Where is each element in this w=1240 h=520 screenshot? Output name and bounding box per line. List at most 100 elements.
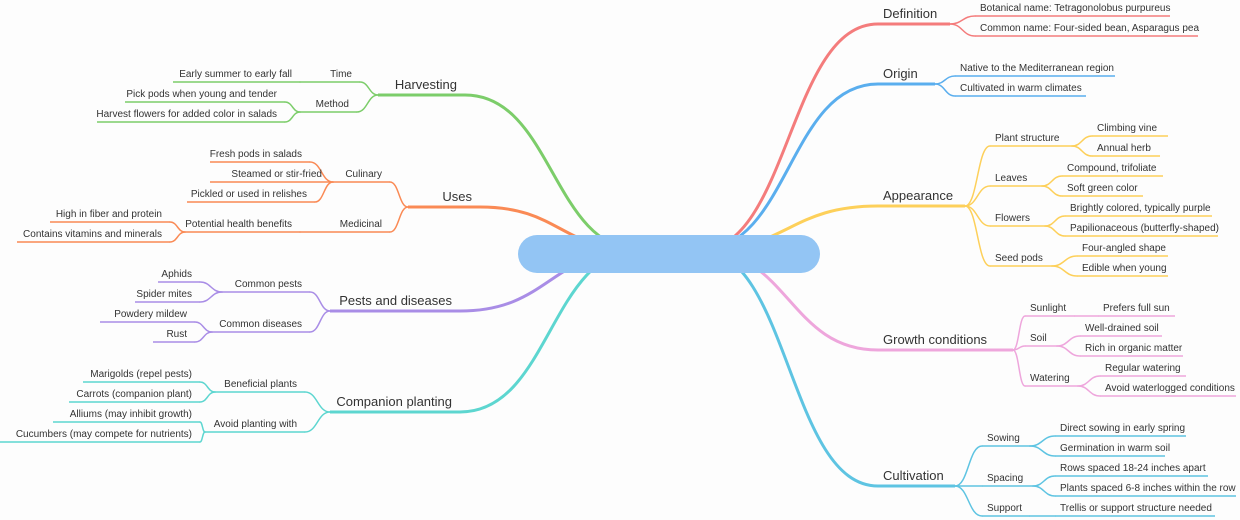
connector-germination-in-warm-soil: [1029, 445, 1056, 457]
node-edible-when-young[interactable]: Edible when young: [1082, 263, 1167, 274]
node-well-drained-soil[interactable]: Well-drained soil: [1085, 323, 1159, 334]
connector-alliums-may-inhibit-growth: [199, 421, 206, 433]
node-sowing[interactable]: Sowing: [987, 433, 1020, 444]
connector-cultivated-in-warm-climates: [934, 83, 956, 97]
node-native-to-the-mediterranean-region[interactable]: Native to the Mediterranean region: [960, 63, 1114, 74]
central-node[interactable]: [518, 235, 820, 273]
node-time[interactable]: Time: [330, 69, 352, 80]
node-pickled-or-used-in-relishes[interactable]: Pickled or used in relishes: [191, 189, 307, 200]
node-sunlight[interactable]: Sunlight: [1030, 303, 1066, 314]
connector-cultivation: [698, 248, 880, 488]
connector-brightly-colored-typically-purple: [1044, 215, 1066, 227]
node-avoid-planting-with[interactable]: Avoid planting with: [214, 419, 297, 430]
node-leaves[interactable]: Leaves: [995, 173, 1027, 184]
connector-regular-watering: [1077, 375, 1101, 387]
connector-high-in-fiber-and-protein: [169, 221, 186, 233]
node-contains-vitamins-and-minerals[interactable]: Contains vitamins and minerals: [23, 229, 162, 240]
node-plant-structure[interactable]: Plant structure: [995, 133, 1060, 144]
branch-growth-conditions[interactable]: Growth conditions: [883, 332, 988, 347]
node-common-diseases[interactable]: Common diseases: [219, 319, 302, 330]
connector-harvesting: [463, 93, 642, 252]
connector-pick-pods-when-young-and-tender: [284, 101, 301, 113]
branch-harvesting[interactable]: Harvesting: [395, 77, 457, 92]
node-soil[interactable]: Soil: [1030, 333, 1047, 344]
node-seed-pods[interactable]: Seed pods: [995, 253, 1043, 264]
node-high-in-fiber-and-protein[interactable]: High in fiber and protein: [56, 209, 162, 220]
node-rows-spaced-18-24-inches-apart[interactable]: Rows spaced 18-24 inches apart: [1060, 463, 1206, 474]
connector-leaves: [964, 185, 991, 207]
node-brightly-colored-typically-purple[interactable]: Brightly colored, typically purple: [1070, 203, 1211, 214]
connector-time: [359, 81, 379, 96]
node-steamed-or-stir-fried[interactable]: Steamed or stir-fried: [231, 169, 322, 180]
branch-uses[interactable]: Uses: [442, 189, 472, 204]
node-direct-sowing-in-early-spring[interactable]: Direct sowing in early spring: [1060, 423, 1185, 434]
connector-common-pests: [309, 291, 331, 312]
node-avoid-waterlogged-conditions[interactable]: Avoid waterlogged conditions: [1105, 383, 1235, 394]
connector-rich-in-organic-matter: [1056, 345, 1081, 357]
node-fresh-pods-in-salads[interactable]: Fresh pods in salads: [210, 149, 302, 160]
connector-cucumbers-may-compete-for-nutrients: [199, 431, 206, 443]
node-culinary[interactable]: Culinary: [345, 169, 382, 180]
node-climbing-vine[interactable]: Climbing vine: [1097, 123, 1157, 134]
branch-definition[interactable]: Definition: [883, 6, 937, 21]
node-rich-in-organic-matter[interactable]: Rich in organic matter: [1085, 343, 1183, 354]
node-soft-green-color[interactable]: Soft green color: [1067, 183, 1138, 194]
connector-aphids: [199, 281, 223, 293]
node-plants-spaced-6-8-inches-within-the-row[interactable]: Plants spaced 6-8 inches within the row: [1060, 483, 1236, 494]
node-alliums-may-inhibit-growth[interactable]: Alliums (may inhibit growth): [70, 409, 192, 420]
connector-seed-pods: [964, 205, 991, 267]
node-method[interactable]: Method: [316, 99, 349, 110]
node-cultivated-in-warm-climates[interactable]: Cultivated in warm climates: [960, 83, 1082, 94]
node-annual-herb[interactable]: Annual herb: [1097, 143, 1151, 154]
connector-common-diseases: [309, 310, 331, 333]
connector-direct-sowing-in-early-spring: [1029, 435, 1056, 447]
branch-cultivation[interactable]: Cultivation: [883, 468, 944, 483]
connector-culinary: [389, 181, 409, 208]
node-botanical-name-tetragonolobus-purpureus[interactable]: Botanical name: Tetragonolobus purpureus: [980, 3, 1171, 14]
node-early-summer-to-early-fall[interactable]: Early summer to early fall: [179, 69, 292, 80]
node-compound-trifoliate[interactable]: Compound, trifoliate: [1067, 163, 1157, 174]
node-trellis-or-support-structure-needed[interactable]: Trellis or support structure needed: [1060, 503, 1212, 514]
connector-carrots-companion-plant: [199, 391, 216, 403]
connector-watering: [1012, 349, 1026, 387]
node-cucumbers-may-compete-for-nutrients[interactable]: Cucumbers (may compete for nutrients): [16, 429, 192, 440]
node-flowers[interactable]: Flowers: [995, 213, 1030, 224]
branch-origin[interactable]: Origin: [883, 66, 918, 81]
connector-soft-green-color: [1041, 185, 1063, 197]
node-support[interactable]: Support: [987, 503, 1022, 514]
connector-spider-mites: [199, 291, 223, 303]
node-germination-in-warm-soil[interactable]: Germination in warm soil: [1060, 443, 1170, 454]
node-four-angled-shape[interactable]: Four-angled shape: [1082, 243, 1166, 254]
connector-beneficial-plants: [304, 391, 331, 413]
node-harvest-flowers-for-added-color-in-salads[interactable]: Harvest flowers for added color in salad…: [96, 109, 277, 120]
node-marigolds-repel-pests[interactable]: Marigolds (repel pests): [90, 369, 192, 380]
node-medicinal[interactable]: Medicinal: [340, 219, 382, 230]
node-potential-health-benefits[interactable]: Potential health benefits: [185, 219, 292, 230]
branch-nodes: Definition Botanical name: Tetragonolobus…: [16, 3, 1237, 514]
connector-rust: [194, 331, 213, 343]
branch-companion-planting[interactable]: Companion planting: [336, 394, 452, 409]
node-regular-watering[interactable]: Regular watering: [1105, 363, 1181, 374]
connector-climbing-vine: [1071, 135, 1093, 147]
node-prefers-full-sun[interactable]: Prefers full sun: [1103, 303, 1170, 314]
connector-medicinal: [389, 206, 409, 233]
node-rust[interactable]: Rust: [166, 329, 187, 340]
node-watering[interactable]: Watering: [1030, 373, 1070, 384]
branch-pests-and-diseases[interactable]: Pests and diseases: [339, 293, 452, 308]
connector-native-to-the-mediterranean-region: [934, 75, 956, 85]
connector-origin: [698, 82, 880, 252]
node-papilionaceous-butterfly-shaped[interactable]: Papilionaceous (butterfly-shaped): [1070, 223, 1219, 234]
node-pick-pods-when-young-and-tender[interactable]: Pick pods when young and tender: [126, 89, 277, 100]
connector-definition: [698, 22, 880, 252]
node-spacing[interactable]: Spacing: [987, 473, 1023, 484]
connector-annual-herb: [1071, 145, 1093, 157]
node-common-pests[interactable]: Common pests: [235, 279, 302, 290]
node-beneficial-plants[interactable]: Beneficial plants: [224, 379, 297, 390]
node-aphids[interactable]: Aphids: [161, 269, 192, 280]
node-spider-mites[interactable]: Spider mites: [136, 289, 192, 300]
node-powdery-mildew[interactable]: Powdery mildew: [114, 309, 188, 320]
node-common-name-four-sided-bean-asparagus-pea[interactable]: Common name: Four-sided bean, Asparagus …: [980, 23, 1199, 34]
branch-appearance[interactable]: Appearance: [883, 188, 953, 203]
node-carrots-companion-plant[interactable]: Carrots (companion plant): [76, 389, 192, 400]
